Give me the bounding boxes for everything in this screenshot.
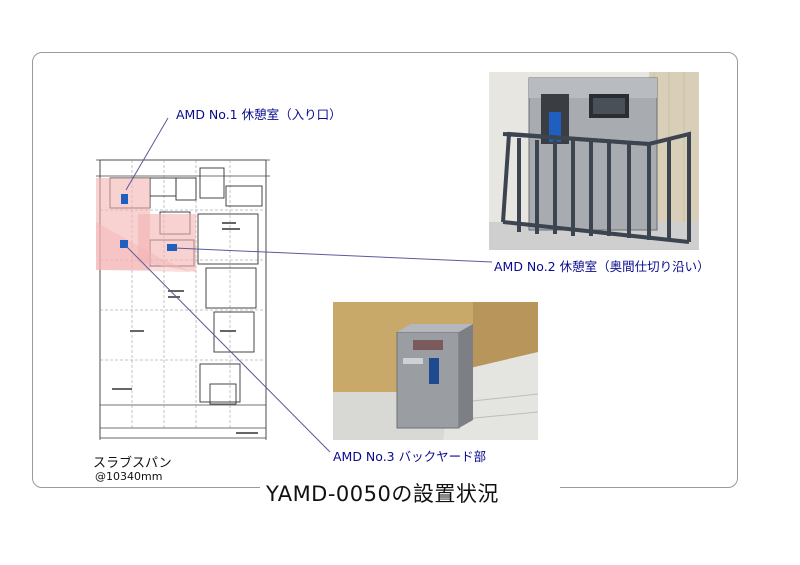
amd1-marker [121, 194, 128, 204]
slab-span-value: @10340mm [95, 470, 163, 483]
amd3-marker [120, 240, 128, 248]
title-background [260, 474, 560, 508]
amd1-label: AMD No.1 休憩室（入り口） [176, 107, 342, 122]
amd3-label: AMD No.3 バックヤード部 [333, 449, 487, 464]
amd2-label: AMD No.2 休憩室（奥間仕切り沿い） [494, 259, 710, 274]
slab-span-label: スラブスパン [93, 456, 172, 471]
photo-amd3-unit [333, 302, 538, 440]
page-title: YAMD-0050の設置状況 [266, 482, 499, 506]
amd2-marker [167, 244, 177, 251]
photo-amd2-unit [489, 72, 699, 250]
